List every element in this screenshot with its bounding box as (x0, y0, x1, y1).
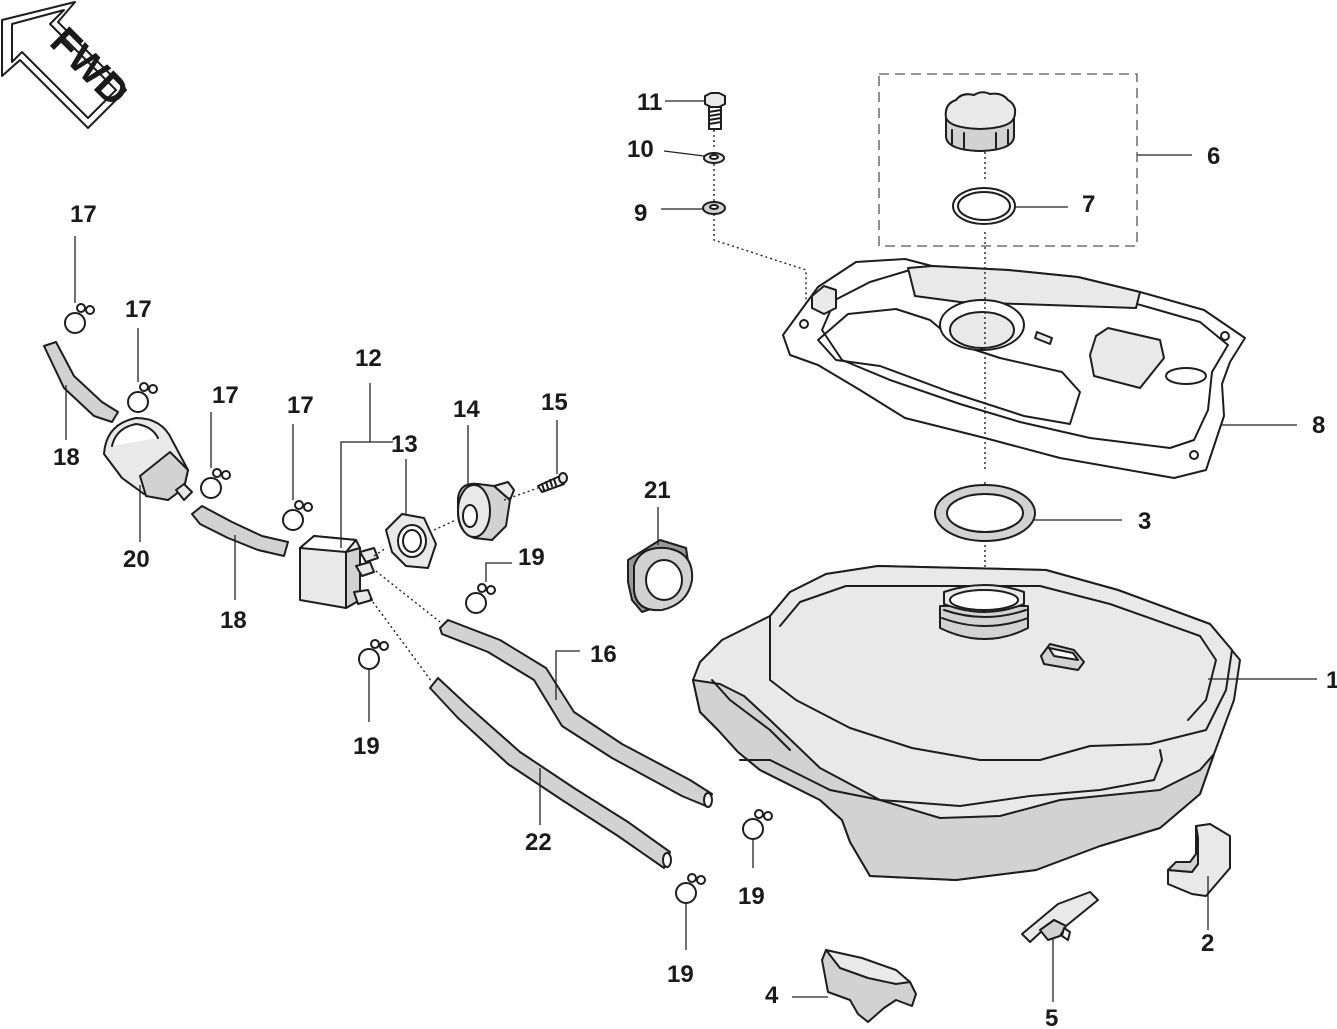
label-19b: 19 (353, 733, 380, 760)
label-19c: 19 (738, 883, 765, 910)
label-3: 3 (1138, 508, 1151, 535)
valve-adapter (457, 481, 515, 541)
hose-clamp-19a (465, 583, 496, 614)
hose-clamp-17b (127, 382, 158, 413)
screw (537, 472, 568, 493)
label-18b: 18 (220, 607, 247, 634)
neck-gasket (934, 484, 1036, 542)
label-14: 14 (453, 396, 480, 423)
rubber-pad (821, 949, 917, 1023)
cap-group-box (878, 73, 1138, 247)
label-17b: 17 (125, 296, 152, 323)
hose-clamp-17c (200, 468, 231, 499)
label-2: 2 (1201, 930, 1214, 957)
short-hose-upper (43, 341, 119, 423)
label-4: 4 (765, 982, 779, 1009)
label-11: 11 (637, 89, 662, 116)
grommet (627, 539, 694, 613)
mounting-bracket (1167, 823, 1231, 897)
label-5: 5 (1045, 1005, 1058, 1029)
bolt-11 (704, 92, 726, 130)
label-18a: 18 (53, 444, 80, 471)
label-21: 21 (644, 477, 671, 504)
hose-clamp-19c (742, 809, 773, 840)
label-17a: 17 (70, 201, 97, 228)
label-17d: 17 (287, 392, 314, 419)
label-20: 20 (123, 546, 150, 573)
hose-clamp-19b (358, 639, 389, 670)
label-19a: 19 (518, 544, 545, 571)
tank-cover-panel (782, 258, 1246, 479)
long-hose-16 (439, 619, 713, 808)
hose-clamp-17a (64, 303, 95, 334)
lock-nut (385, 513, 437, 569)
fuel-filter (103, 417, 193, 501)
label-22: 22 (525, 829, 552, 856)
label-6: 6 (1207, 143, 1220, 170)
hose-clamp-19d (675, 873, 706, 904)
label-9: 9 (634, 200, 647, 227)
label-10: 10 (627, 136, 654, 163)
cap-o-ring (952, 187, 1016, 225)
label-19d: 19 (667, 961, 694, 988)
label-17c: 17 (212, 382, 239, 409)
flat-washer-9 (702, 201, 726, 215)
fuel-tank (692, 565, 1241, 881)
label-16: 16 (590, 641, 617, 668)
fuel-cap (944, 91, 1017, 152)
hose-clamp-17d (282, 500, 313, 531)
label-12: 12 (355, 345, 382, 372)
fuel-valve-body (299, 535, 379, 609)
fwd-arrow: FWD (1, 1, 137, 129)
short-hose-lower (191, 505, 289, 557)
long-hose-22 (429, 677, 672, 869)
label-13: 13 (391, 431, 418, 458)
label-8: 8 (1312, 412, 1325, 439)
label-1: 1 (1326, 667, 1337, 694)
spring-clip (1021, 891, 1099, 943)
spring-washer-10 (703, 152, 725, 164)
label-7: 7 (1082, 191, 1095, 218)
label-15: 15 (541, 389, 568, 416)
